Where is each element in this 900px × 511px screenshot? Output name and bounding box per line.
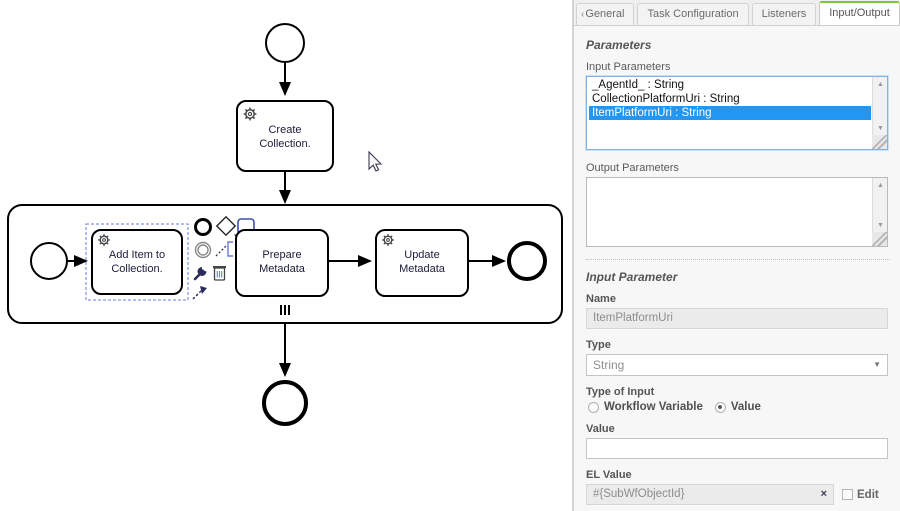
value-input[interactable] <box>586 438 888 459</box>
tab-general-label: General <box>585 8 625 20</box>
subprocess-end-event[interactable] <box>507 241 547 281</box>
list-item[interactable]: CollectionPlatformUri : String <box>592 93 740 105</box>
radio-value[interactable] <box>714 401 726 413</box>
edit-checkbox[interactable] <box>842 489 853 500</box>
input-parameters-list[interactable]: _AgentId_ : String CollectionPlatformUri… <box>585 75 889 151</box>
gear-service-icon <box>98 234 110 246</box>
type-of-input-radio-group[interactable]: Workflow Variable Value <box>588 401 888 413</box>
tab-input-output-label: Input/Output <box>829 7 890 19</box>
tab-task-configuration-label: Task Configuration <box>647 8 739 20</box>
chevron-down-icon[interactable]: ▼ <box>873 360 881 369</box>
task-prepare-metadata[interactable] <box>235 229 329 297</box>
input-parameter-group-title: Input Parameter <box>586 270 678 284</box>
el-value-label: EL Value <box>586 469 632 481</box>
scroll-up-icon[interactable]: ▲ <box>877 80 884 88</box>
selection-outline <box>85 223 189 301</box>
radio-workflow-variable-label: Workflow Variable <box>604 401 703 413</box>
task-add-item-to-collection[interactable] <box>91 229 183 295</box>
task-prepare-metadata-label-1: Prepare <box>262 249 301 261</box>
tab-task-configuration[interactable]: Task Configuration <box>637 3 749 25</box>
gear-service-icon <box>382 234 394 246</box>
parameters-group-title: Parameters <box>586 38 652 52</box>
edit-label: Edit <box>857 488 879 501</box>
wrench-icon[interactable] <box>193 267 207 281</box>
scroll-down-icon[interactable]: ▼ <box>877 221 884 229</box>
gear-service-icon <box>243 107 257 121</box>
section-separator <box>586 259 890 260</box>
tab-listeners[interactable]: Listeners <box>751 3 817 25</box>
bpmn-diagram-svg: Create Collection. <box>7 23 563 426</box>
output-parameters-label: Output Parameters <box>586 162 679 174</box>
value-label: Value <box>586 423 615 435</box>
task-add-item-label-1: Add Item to <box>109 249 165 261</box>
input-parameters-resize-grip[interactable] <box>872 135 887 149</box>
el-value-row: #{SubWfObjectId} × Edit <box>586 484 888 505</box>
type-label: Type <box>586 339 611 351</box>
arrow-cursor <box>368 150 383 172</box>
parallel-multi-instance-marker <box>280 305 290 315</box>
type-select-value: String <box>593 358 625 372</box>
append-end-event-icon[interactable] <box>194 218 212 236</box>
task-update-metadata[interactable] <box>375 229 469 297</box>
task-create-collection-label-1: Create <box>268 124 301 136</box>
chevron-left-icon[interactable]: ‹ <box>581 9 585 20</box>
panel-divider[interactable] <box>572 0 574 511</box>
tab-input-output[interactable]: Input/Output <box>819 1 900 25</box>
end-event[interactable] <box>262 380 308 426</box>
edit-checkbox-wrap[interactable]: Edit <box>842 489 879 501</box>
task-update-metadata-label-1: Update <box>404 249 439 261</box>
trash-icon[interactable] <box>213 266 226 281</box>
radio-value-label: Value <box>730 401 761 413</box>
name-field[interactable]: ItemPlatformUri <box>586 308 888 329</box>
output-parameters-list[interactable]: ▲ ▼ <box>586 177 888 247</box>
scroll-down-icon[interactable]: ▼ <box>877 124 884 132</box>
task-prepare-metadata-label-2: Metadata <box>259 263 306 275</box>
clear-icon[interactable]: × <box>820 488 827 500</box>
list-item[interactable]: ItemPlatformUri : String <box>589 106 871 120</box>
start-event[interactable] <box>265 23 305 63</box>
scroll-up-icon[interactable]: ▲ <box>877 181 884 189</box>
append-intermediate-event-icon-inner <box>197 244 209 256</box>
output-parameters-resize-grip[interactable] <box>872 232 887 246</box>
el-value-text: #{SubWfObjectId} <box>593 488 685 500</box>
task-create-collection-label-2: Collection. <box>259 138 310 150</box>
task-create-collection[interactable] <box>236 100 334 172</box>
name-label: Name <box>586 293 616 305</box>
append-gateway-icon[interactable] <box>215 215 237 237</box>
properties-panel: ‹General Task Configuration Listeners In… <box>574 0 900 511</box>
el-value-input[interactable]: #{SubWfObjectId} × <box>586 484 834 505</box>
properties-panel-body: Parameters Input Parameters _AgentId_ : … <box>574 26 900 505</box>
type-of-input-label: Type of Input <box>586 386 655 398</box>
radio-workflow-variable[interactable] <box>588 401 599 413</box>
type-select[interactable]: String ▼ <box>586 354 888 376</box>
task-update-metadata-label-2: Metadata <box>399 263 446 275</box>
input-parameters-label: Input Parameters <box>586 61 671 73</box>
output-parameters-scrollbar[interactable]: ▲ ▼ <box>872 178 887 246</box>
properties-tab-bar[interactable]: ‹General Task Configuration Listeners In… <box>574 0 900 26</box>
input-parameters-scrollbar[interactable]: ▲ ▼ <box>872 77 887 149</box>
append-text-annotation-bracket <box>227 241 233 257</box>
tab-listeners-label: Listeners <box>761 8 807 20</box>
task-add-item-label-2: Collection. <box>111 263 162 275</box>
list-item[interactable]: _AgentId_ : String <box>592 79 685 91</box>
tab-general[interactable]: ‹General <box>576 3 635 25</box>
bpmn-diagram-canvas[interactable]: Create Collection. <box>0 0 572 511</box>
connect-icon[interactable] <box>192 286 207 300</box>
subprocess-start-event[interactable] <box>30 242 68 280</box>
